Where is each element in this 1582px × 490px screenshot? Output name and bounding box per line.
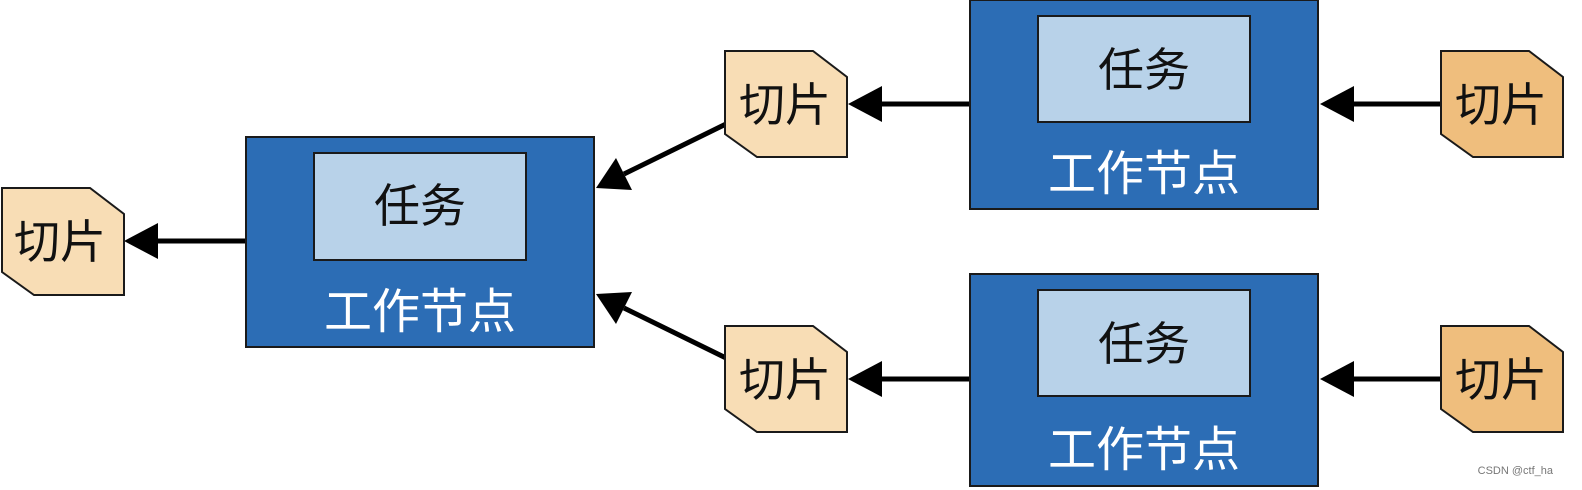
work-node-label: 工作节点 bbox=[1048, 422, 1240, 478]
arrowhead bbox=[1320, 86, 1354, 122]
arrowhead bbox=[596, 292, 632, 324]
task-label: 任务 bbox=[374, 179, 466, 233]
slice-label: 切片 bbox=[739, 78, 831, 132]
slice-label: 切片 bbox=[739, 353, 831, 407]
arrow-slice-to-left-node bbox=[622, 121, 728, 177]
task-box bbox=[313, 152, 527, 261]
slice-shape bbox=[1440, 325, 1564, 433]
slice-far-left: 切片 bbox=[1, 187, 125, 296]
arrowhead bbox=[124, 223, 158, 259]
slice-mid-top: 切片 bbox=[724, 50, 848, 158]
slice-mid-bottom: 切片 bbox=[724, 325, 848, 433]
arrows bbox=[124, 86, 1440, 397]
arrow-slice-to-left-node bbox=[622, 305, 728, 361]
work-node-label: 工作节点 bbox=[1048, 146, 1240, 202]
work-node-left: 任务 工作节点 bbox=[245, 136, 595, 348]
work-node-label: 工作节点 bbox=[324, 284, 516, 340]
slice-shape bbox=[724, 50, 848, 158]
arrowhead bbox=[848, 86, 882, 122]
arrowhead bbox=[596, 158, 632, 190]
slice-shape bbox=[1, 187, 125, 296]
arrowhead bbox=[848, 361, 882, 397]
slice-label: 切片 bbox=[1455, 353, 1547, 407]
task-label: 任务 bbox=[1098, 43, 1190, 97]
task-box bbox=[1037, 15, 1251, 123]
slice-shape bbox=[724, 325, 848, 433]
slice-right-top: 切片 bbox=[1440, 50, 1564, 158]
slice-right-bottom: 切片 bbox=[1440, 325, 1564, 433]
work-node-top: 任务 工作节点 bbox=[969, 0, 1319, 210]
task-label: 任务 bbox=[1098, 317, 1190, 371]
watermark-text: CSDN @ctf_ha bbox=[1478, 465, 1554, 477]
slice-label: 切片 bbox=[14, 215, 106, 269]
slice-shape bbox=[1440, 50, 1564, 158]
work-node-bottom: 任务 工作节点 bbox=[969, 273, 1319, 487]
task-box bbox=[1037, 289, 1251, 397]
slice-label: 切片 bbox=[1455, 78, 1547, 132]
arrowhead bbox=[1320, 361, 1354, 397]
